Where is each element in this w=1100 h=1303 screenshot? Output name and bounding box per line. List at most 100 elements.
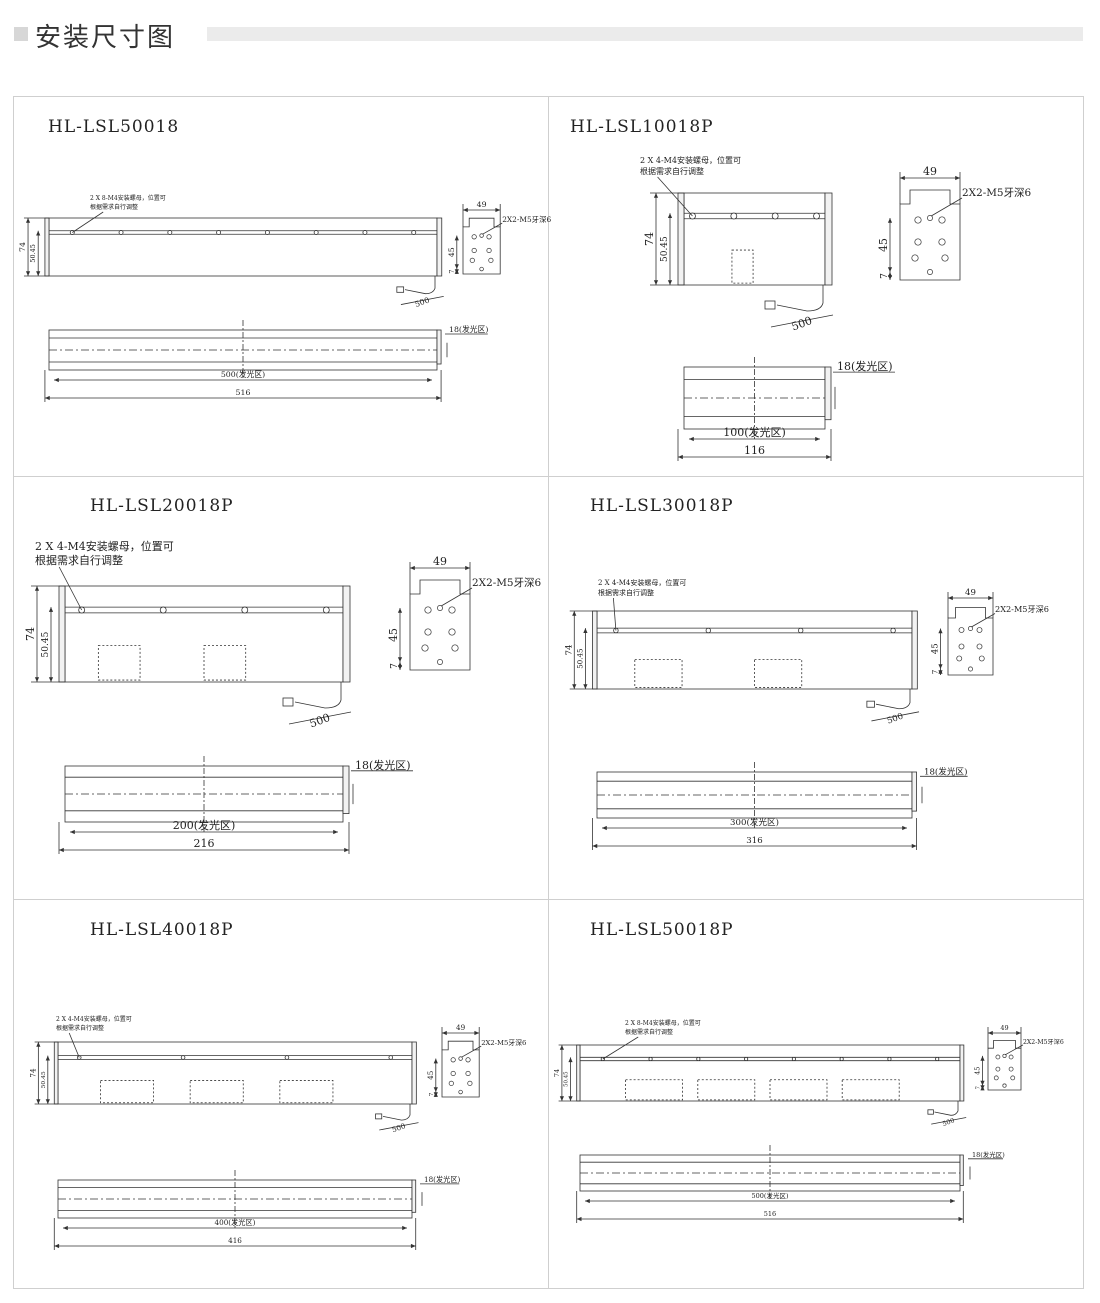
arrow-head [36, 271, 41, 276]
dim-cable-label: 500 [941, 1116, 955, 1128]
arrow-head [559, 1045, 564, 1050]
arrow-head [568, 1096, 573, 1101]
dim-emit-width-label: 18(发光区) [972, 1150, 1005, 1159]
mount-nut [388, 1055, 394, 1060]
mount-nut [322, 606, 330, 614]
bracket-screw [486, 247, 492, 254]
mount-nut [411, 230, 417, 235]
mount-nut [696, 1056, 701, 1062]
note-leader [602, 1036, 639, 1060]
internal-pocket [279, 1080, 334, 1104]
note-leader [58, 566, 83, 611]
bracket-thread-hole [1002, 1083, 1007, 1088]
bracket-thread-hole [479, 266, 484, 272]
mount-note-line1: 2 X 8-M4安装螺母，位置可 [90, 194, 166, 202]
arrow-head [402, 1225, 407, 1231]
front-cap [959, 1154, 964, 1187]
bracket-screw [448, 628, 456, 636]
front-cap [436, 329, 442, 365]
dim-emit-width-label: 18(发光区) [837, 359, 893, 373]
mount-note-line1: 2 X 4-M4安装螺母，位置可 [640, 155, 741, 165]
dim-height-label: 74 [553, 1069, 561, 1077]
arrow-head [980, 1080, 985, 1086]
arrow-head [63, 1225, 68, 1231]
bracket-screw [471, 247, 477, 254]
bracket-screw [465, 1057, 471, 1063]
mount-nut [264, 230, 270, 235]
arrow-head [48, 677, 54, 682]
mount-nut [935, 1056, 940, 1062]
bracket-screw [976, 643, 983, 650]
arrow-head [495, 207, 501, 213]
front-view: 18(发光区)100(发光区)116 [677, 357, 895, 461]
bracket-screw [1010, 1075, 1016, 1081]
arrow-head [958, 1216, 964, 1222]
dim-emit-length-label: 400(发光区) [215, 1218, 256, 1227]
bracket-screw [1008, 1054, 1014, 1060]
mount-note-line2: 根据需求自行调整 [90, 203, 138, 211]
thread-leader [440, 587, 473, 607]
arrow-head [34, 677, 40, 682]
dim-cable [400, 296, 444, 305]
dim-bracket-offset-label: 7 [880, 273, 890, 279]
page-title: 安装尺寸图 [35, 23, 176, 53]
mount-nut [167, 230, 173, 235]
dim-inner-height-label: 50.45 [660, 236, 670, 262]
dim-height-label: 74 [643, 232, 656, 246]
arrow-head [902, 825, 907, 831]
internal-pocket [769, 1079, 828, 1101]
arrow-head [48, 607, 54, 612]
arrow-head [980, 1055, 985, 1061]
bracket-screw [911, 254, 919, 262]
mount-nut [159, 606, 167, 614]
mount-nut [284, 1055, 290, 1060]
note-leader [657, 176, 693, 217]
arrow-head [59, 847, 64, 853]
dim-cable [288, 711, 352, 725]
dim-emit-length-label: 200(发光区) [173, 818, 236, 832]
dim-inner-height-label: 50.45 [41, 631, 51, 657]
dim-height-label: 74 [564, 644, 574, 655]
dim-bracket-height-label: 45 [931, 643, 941, 654]
dim-bracket-height-label: 45 [426, 1070, 435, 1080]
panel-title-3: HL-LSL20018P [90, 496, 234, 516]
mount-nut [887, 1056, 892, 1062]
dim-inner-height-label: 50.45 [575, 648, 584, 668]
bracket-thread-note: 2X2-M5牙深6 [995, 604, 1049, 614]
arrow-head [333, 829, 338, 835]
dim-emit-length-label: 500(发光区) [221, 369, 265, 379]
bracket-screw [1008, 1066, 1014, 1072]
arrow-head [36, 230, 41, 236]
dim-bracket-height-label: 45 [877, 238, 890, 252]
bracket-screw [424, 606, 432, 614]
arrow-head [45, 1099, 50, 1104]
arrow-head [25, 271, 31, 276]
bracket-thread-hole [927, 215, 933, 221]
bracket-thread-hole [479, 233, 484, 238]
arrow-head [911, 843, 917, 849]
arrow-head [667, 213, 673, 219]
panel-title-2: HL-LSL10018P [570, 117, 714, 137]
dim-bracket-offset-label: 7 [390, 663, 400, 669]
dim-total-length-label: 516 [764, 1210, 776, 1218]
mount-nut [705, 627, 711, 634]
arrow-head [900, 175, 905, 181]
bracket-screw [448, 606, 456, 614]
thread-leader [930, 197, 963, 217]
cable [382, 1104, 411, 1121]
mount-note-line2: 根据需求自行调整 [625, 1028, 673, 1036]
mount-nut [362, 230, 368, 235]
grid-divider-row-1 [13, 476, 1084, 477]
arrow-head [572, 611, 577, 616]
dim-bracket-width-label: 49 [433, 555, 447, 568]
dim-cable [871, 711, 920, 722]
profile-body [596, 610, 913, 690]
arrow-head [678, 454, 683, 460]
grid-divider-vertical [548, 96, 549, 1289]
